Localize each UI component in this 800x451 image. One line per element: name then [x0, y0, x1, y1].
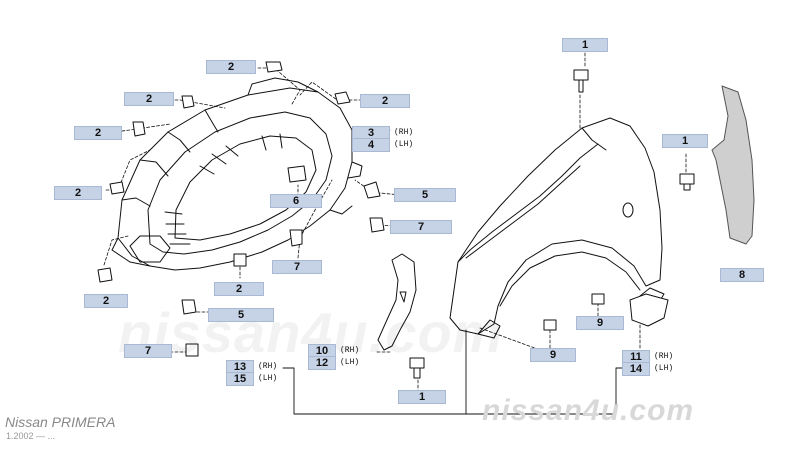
- callout-4: 4: [352, 138, 390, 152]
- side-label-lh: (LH): [258, 374, 278, 383]
- fender-drawing: [449, 117, 665, 339]
- callout-1: 1: [398, 390, 446, 404]
- bracket-drawings: [377, 253, 669, 351]
- callout-5: 5: [208, 308, 274, 322]
- callout-1: 1: [562, 38, 608, 52]
- callout-2: 2: [206, 60, 256, 74]
- side-label-rh: (RH): [340, 346, 360, 355]
- callout-7: 7: [124, 344, 172, 358]
- callout-10: 10: [308, 344, 336, 358]
- side-label-rh: (RH): [394, 128, 414, 137]
- side-label-rh: (RH): [258, 362, 278, 371]
- callout-15: 15: [226, 372, 254, 386]
- callout-1: 1: [662, 134, 708, 148]
- model-name: Nissan PRIMERA: [5, 414, 116, 430]
- seal-drawing: [711, 85, 755, 245]
- side-label-lh: (LH): [654, 364, 674, 373]
- bolt-drawings: [409, 69, 695, 379]
- callout-2: 2: [84, 294, 128, 308]
- side-label-lh: (LH): [340, 358, 360, 367]
- callout-12: 12: [308, 356, 336, 370]
- callout-7: 7: [390, 220, 452, 234]
- side-label-rh: (RH): [654, 352, 674, 361]
- callout-9: 9: [530, 348, 576, 362]
- callout-9: 9: [576, 316, 624, 330]
- splash-shield-drawing: [111, 77, 363, 271]
- callout-8: 8: [720, 268, 764, 282]
- callout-2: 2: [74, 126, 122, 140]
- model-date: 1.2002 — ...: [6, 431, 56, 441]
- callout-14: 14: [622, 362, 650, 376]
- clip-drawings: [97, 61, 385, 357]
- callout-2: 2: [54, 186, 102, 200]
- callout-2: 2: [360, 94, 410, 108]
- side-label-lh: (LH): [394, 140, 414, 149]
- callout-6: 6: [270, 194, 322, 208]
- callout-2: 2: [214, 282, 264, 296]
- callout-5: 5: [394, 188, 456, 202]
- callout-2: 2: [124, 92, 174, 106]
- site-logo-text: nissan4u.com: [482, 394, 695, 427]
- callout-7: 7: [272, 260, 322, 274]
